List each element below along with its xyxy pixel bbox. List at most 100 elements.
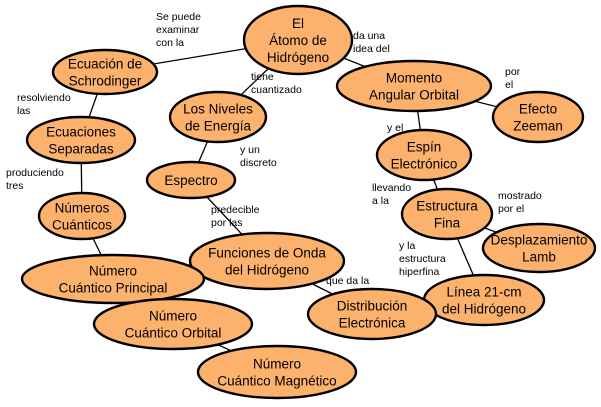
node-linea21-text-1: del Hidrógeno bbox=[442, 302, 526, 317]
edge-label-resolviendo-line-1: las bbox=[17, 105, 30, 117]
edge-label-y_un-line-1: discreto bbox=[240, 157, 277, 169]
node-schrodinger[interactable]: Ecuación de Schrodinger bbox=[51, 48, 159, 96]
node-principal-text-1: Cuántico Principal bbox=[59, 281, 168, 296]
node-schrodinger-text-0: Ecuación de bbox=[68, 57, 142, 72]
node-niveles-text-0: Los Niveles bbox=[183, 102, 253, 117]
edge-label-llevando-line-0: llevando bbox=[372, 182, 411, 194]
edge-label-que_da-line-0: que da la bbox=[326, 275, 369, 287]
edge-label-mostrado-line-0: mostrado bbox=[498, 190, 542, 202]
node-momento-text-1: Angular Orbital bbox=[369, 88, 459, 103]
edge-label-resolviendo-line-0: resolviendo bbox=[17, 92, 71, 104]
edge-label-tiene-line-0: tiene bbox=[251, 71, 274, 83]
edge-label-tiene-line-1: cuantizado bbox=[251, 84, 302, 96]
edge-label-estructura_hiper-line-0: y la bbox=[399, 240, 416, 252]
node-funciones-text-0: Funciones de Onda bbox=[208, 246, 326, 261]
node-espin-text-0: Espín bbox=[407, 140, 442, 155]
node-separadas-text-1: Separadas bbox=[48, 142, 114, 157]
edge-label-por_el-line-0: por bbox=[505, 66, 521, 78]
node-fina-text-0: Estructura bbox=[416, 199, 478, 214]
node-lamb-text-0: Desplazamiento bbox=[491, 233, 588, 248]
node-separadas-shape bbox=[25, 115, 137, 165]
node-orbital-shape bbox=[92, 297, 254, 351]
node-distribucion-text-0: Distribución bbox=[337, 299, 408, 314]
node-atomo-text-0: El bbox=[292, 16, 304, 31]
edge-label-produciendo-line-0: produciendo bbox=[6, 167, 64, 179]
node-momento-text-0: Momento bbox=[386, 71, 442, 86]
node-funciones-shape bbox=[188, 231, 346, 291]
node-lamb-text-1: Lamb bbox=[522, 250, 556, 265]
node-magnetico-text-1: Cuántico Magnético bbox=[217, 374, 336, 389]
edge-label-se_puede-line-1: examinar bbox=[156, 24, 200, 36]
edge-label-llevando-line-1: a la bbox=[372, 195, 389, 207]
node-orbital-text-0: Número bbox=[149, 309, 197, 324]
node-espectro-shape bbox=[145, 160, 237, 200]
node-principal-text-0: Número bbox=[89, 264, 137, 279]
node-schrodinger-text-1: Schrodinger bbox=[69, 74, 142, 89]
node-zeeman-text-0: Efecto bbox=[519, 102, 557, 117]
node-principal-shape bbox=[20, 253, 206, 305]
node-linea21-shape bbox=[422, 273, 546, 327]
edge-label-estructura_hiper-line-2: hiperfina bbox=[399, 266, 439, 278]
node-niveles-text-1: de Energía bbox=[185, 119, 252, 134]
node-fina-text-1: Fina bbox=[434, 216, 461, 231]
node-espin-text-1: Electrónico bbox=[391, 157, 458, 172]
node-lamb-shape bbox=[481, 222, 597, 274]
node-niveles-shape bbox=[168, 90, 268, 144]
node-momento-shape bbox=[335, 59, 493, 113]
edge-label-se_puede-line-2: con la bbox=[156, 37, 184, 49]
node-separadas-text-0: Ecuaciones bbox=[46, 125, 116, 140]
edge-label-da_una-line-0: da una bbox=[353, 30, 385, 42]
node-orbital-text-1: Cuántico Orbital bbox=[125, 326, 222, 341]
edge-label-se_puede-line-0: Se puede bbox=[156, 11, 201, 23]
edge-label-que_da: que da la bbox=[326, 275, 369, 287]
node-niveles[interactable]: Los Niveles de Energía bbox=[168, 90, 268, 144]
node-magnetico-text-0: Número bbox=[253, 357, 301, 372]
edge-label-produciendo-line-1: tres bbox=[6, 180, 24, 192]
edge-label-predecible-line-1: por las bbox=[211, 217, 243, 229]
edge-label-por_el-line-1: el bbox=[505, 79, 513, 91]
node-cuanticos-text-0: Números bbox=[55, 201, 110, 216]
edge-label-estructura_hiper-line-1: estructura bbox=[399, 253, 446, 265]
node-atomo-text-2: Hidrógeno bbox=[267, 50, 329, 65]
edge-label-y_el: y el bbox=[387, 122, 403, 134]
node-espin-shape bbox=[375, 128, 473, 182]
node-fina-shape bbox=[400, 187, 494, 241]
node-zeeman-text-1: Zeeman bbox=[513, 119, 563, 134]
node-distribucion-text-1: Electrónica bbox=[339, 316, 406, 331]
node-schrodinger-shape bbox=[51, 48, 159, 96]
node-atomo-text-1: Átomo de bbox=[269, 33, 327, 48]
node-espectro[interactable]: Espectro bbox=[145, 160, 237, 200]
node-cuanticos-text-1: Cuánticos bbox=[52, 218, 112, 233]
edge-label-da_una-line-1: idea del bbox=[353, 43, 390, 55]
node-cuanticos-shape bbox=[37, 191, 127, 241]
edge-label-mostrado-line-1: por el bbox=[498, 203, 524, 215]
edge-label-y_un-line-0: y un bbox=[240, 144, 260, 156]
